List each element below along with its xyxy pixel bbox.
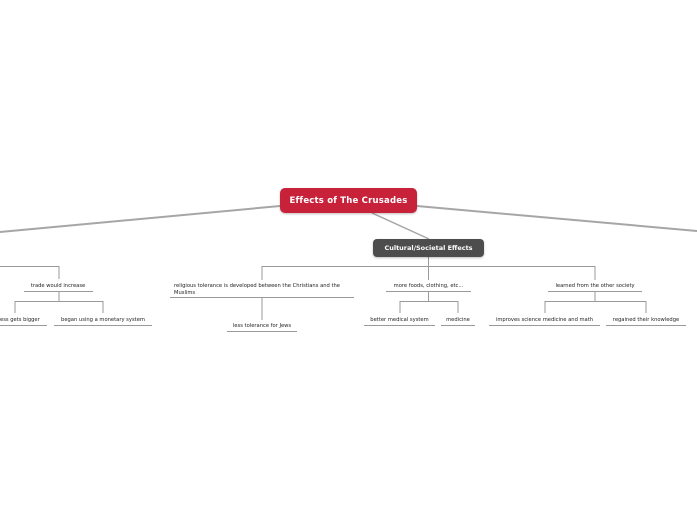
node-medicine[interactable]: medicine — [441, 317, 475, 324]
node-label: began using a monetary system — [61, 317, 145, 323]
node-better-medical[interactable]: better medical system — [364, 317, 435, 324]
underline — [441, 325, 475, 326]
connector-main-branch — [261, 257, 647, 320]
underline — [364, 325, 435, 326]
underline — [489, 325, 600, 326]
underline — [386, 291, 471, 292]
underline — [606, 325, 686, 326]
connector-central-left — [0, 205, 281, 233]
underline — [170, 297, 354, 298]
underline — [227, 331, 297, 332]
node-label: regained their knowledge — [612, 317, 680, 323]
node-improves-science[interactable]: improves science medicine and math — [489, 317, 600, 324]
node-label: less tolerance for Jews — [232, 323, 292, 329]
node-more-foods[interactable]: more foods, clothing, etc... — [386, 283, 471, 290]
central-topic-label: Effects of The Crusades — [289, 195, 408, 206]
node-business-bigger[interactable]: ess gets bigger — [0, 317, 46, 324]
node-label: medicine — [446, 317, 470, 323]
underline — [0, 325, 47, 326]
node-less-tolerance[interactable]: less tolerance for Jews — [227, 323, 297, 330]
node-trade-increase[interactable]: trade would increase — [24, 283, 92, 290]
main-topic-cultural-societal[interactable]: Cultural/Societal Effects — [373, 239, 484, 257]
connector-central-main — [371, 212, 430, 240]
underline — [548, 291, 642, 292]
connector-left-branch — [0, 266, 104, 313]
node-regained[interactable]: regained their knowledge — [606, 317, 686, 324]
node-label: religious tolerance is developed between… — [174, 283, 340, 296]
node-label: more foods, clothing, etc... — [393, 283, 464, 289]
node-label: ess gets bigger — [0, 317, 40, 323]
underline — [54, 325, 152, 326]
node-label: better medical system — [370, 317, 429, 323]
main-topic-label: Cultural/Societal Effects — [384, 244, 473, 252]
underline — [24, 291, 93, 292]
node-label: improves science medicine and math — [495, 317, 594, 323]
node-label: learned from the other society — [555, 283, 635, 289]
node-religious-tolerance[interactable]: religious tolerance is developed between… — [174, 283, 350, 296]
node-label: trade would increase — [30, 283, 86, 289]
central-topic[interactable]: Effects of The Crusades — [280, 188, 417, 213]
node-monetary-system[interactable]: began using a monetary system — [54, 317, 152, 324]
node-learned[interactable]: learned from the other society — [548, 283, 642, 290]
connector-central-right — [416, 205, 697, 232]
